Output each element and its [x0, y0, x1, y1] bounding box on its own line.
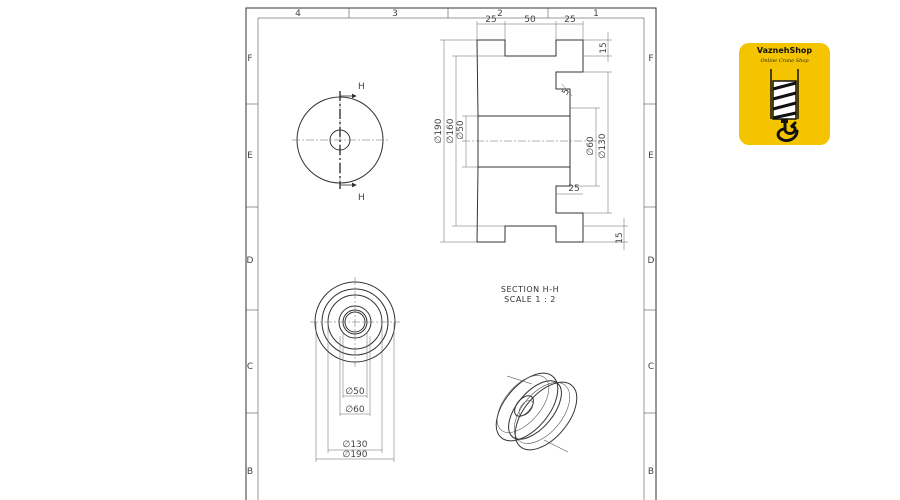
row-label-c-left: C: [247, 362, 253, 372]
zone-labels: 4 3 2 1 F E D C B F E D C B: [247, 9, 655, 477]
row-label-b-left: B: [247, 467, 253, 477]
cutting-plane-line: [339, 91, 357, 189]
dim-dia-60: ∅60: [586, 136, 596, 156]
front-view: H H: [292, 82, 388, 203]
section-dimensions: 25 50 25 ∅190 ∅160 ∅50 ∅60 ∅130: [434, 15, 628, 250]
row-label-d-left: D: [247, 256, 254, 266]
side-dim-dia-130: ∅130: [342, 440, 367, 450]
brand-logo: VaznehShop Online Crane Shop: [739, 43, 830, 145]
cut-label-top: H: [358, 82, 365, 92]
row-label-e-left: E: [247, 151, 253, 161]
brand-name: VaznehShop: [756, 46, 813, 55]
brand-tagline: Online Crane Shop: [760, 58, 809, 64]
dim-top-50: 50: [524, 15, 536, 25]
side-view: ∅50 ∅60 ∅130 ∅190: [310, 277, 400, 462]
row-label-c-right: C: [648, 362, 654, 372]
side-view-dimensions: ∅50 ∅60 ∅130 ∅190: [315, 322, 395, 462]
dim-dia-130: ∅130: [598, 133, 608, 158]
dim-step-5: 5: [561, 87, 573, 97]
dim-right-15-bottom: 15: [615, 232, 625, 243]
section-view: 25 50 25 ∅190 ∅160 ∅50 ∅60 ∅130: [434, 15, 628, 304]
isometric-view: [495, 372, 578, 453]
section-title: SECTION H-H: [501, 285, 559, 294]
column-label-3: 3: [392, 9, 398, 19]
row-label-f-right: F: [648, 54, 653, 64]
row-label-e-right: E: [648, 151, 654, 161]
section-scale: SCALE 1 : 2: [504, 295, 556, 304]
dim-dia-50: ∅50: [456, 120, 466, 140]
side-dim-dia-190: ∅190: [342, 450, 367, 460]
dim-dia-160: ∅160: [446, 118, 456, 143]
cut-label-bottom: H: [358, 193, 365, 203]
dim-right-15-top: 15: [599, 42, 609, 53]
column-label-2: 2: [497, 9, 503, 19]
column-label-1: 1: [593, 9, 599, 19]
side-dim-dia-60: ∅60: [345, 405, 365, 415]
row-label-f-left: F: [247, 54, 252, 64]
sheet-frame: [245, 7, 657, 500]
dim-top-25-right: 25: [564, 15, 575, 25]
crane-hook-icon: [770, 69, 799, 143]
side-dim-dia-50: ∅50: [345, 387, 365, 397]
dim-inner-25: 25: [568, 184, 579, 194]
row-label-b-right: B: [648, 467, 654, 477]
row-label-d-right: D: [648, 256, 655, 266]
dim-dia-190: ∅190: [434, 118, 444, 143]
dim-top-25-left: 25: [485, 15, 496, 25]
column-label-4: 4: [295, 9, 301, 19]
